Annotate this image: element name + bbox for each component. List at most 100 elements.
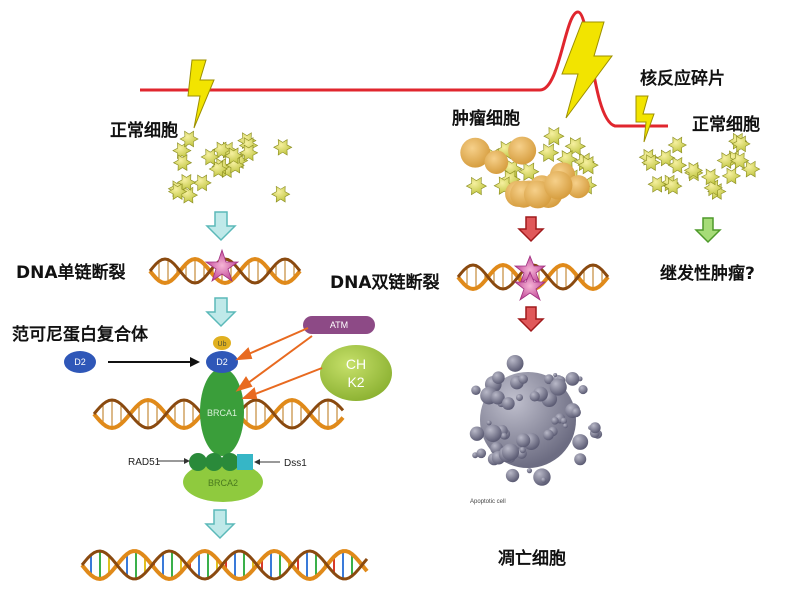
tumor-cell-shape <box>566 175 590 199</box>
down-arrow-icon <box>517 216 545 243</box>
apoptotic-fragment <box>476 448 487 459</box>
chk2-label-line1: CH <box>346 356 366 372</box>
cell-shape <box>537 143 560 162</box>
cell-shape <box>667 136 687 154</box>
dss1-pointer-head <box>254 459 260 465</box>
d2-left-label: D2 <box>74 357 86 367</box>
cell-shape <box>167 183 188 200</box>
brca2-protein <box>183 462 263 502</box>
dna-helix-repaired <box>80 548 369 582</box>
chk2-protein <box>320 345 392 401</box>
cell-shape <box>647 175 667 193</box>
apoptotic-fragment <box>492 371 505 384</box>
tumor-cell-shape <box>543 170 573 200</box>
apoptotic-fragment <box>484 424 502 443</box>
apoptotic-fragment <box>471 385 481 395</box>
nuclear-debris-label: 核反应碎片 <box>640 69 725 89</box>
apoptotic-fragment <box>549 378 567 396</box>
apoptotic-fragment <box>560 417 568 425</box>
apoptotic-fragment <box>506 354 524 372</box>
ub-label: Ub <box>218 341 227 348</box>
down-arrow-icon <box>205 211 237 242</box>
apoptotic-fragment <box>490 390 505 405</box>
apoptotic-fragment <box>551 417 559 425</box>
dna-double-break-label: DNA双链断裂 <box>330 273 440 293</box>
rad51-protein <box>221 453 239 471</box>
dss1-protein <box>237 454 253 470</box>
apoptotic-fragment <box>574 453 587 466</box>
lightning-bolt-icon <box>187 59 215 129</box>
cell-shape <box>200 148 220 166</box>
apoptotic-fragment <box>516 433 531 448</box>
apoptotic-fragment <box>518 374 528 384</box>
brca2-label: BRCA2 <box>208 478 238 488</box>
rad51-pointer-head <box>184 458 190 464</box>
cell-shape <box>700 168 721 186</box>
rad51-protein <box>205 453 223 471</box>
apoptotic-fragment <box>572 434 589 450</box>
d2-protein-right <box>206 351 238 373</box>
apoptotic-fragment <box>533 468 551 486</box>
apoptotic-fragment <box>526 468 533 474</box>
cell-shape <box>731 135 751 153</box>
fanconi-complex-label: 范可尼蛋白复合体 <box>12 325 148 345</box>
cell-shape <box>465 176 488 196</box>
dna-strand <box>80 549 369 581</box>
rad51-protein <box>189 453 207 471</box>
apoptotic-fragment <box>519 446 526 454</box>
apoptotic-fragment <box>544 374 554 385</box>
apoptotic-fragment <box>571 407 581 418</box>
cell-shape <box>663 177 683 195</box>
apoptotic-fragment <box>529 391 540 402</box>
cell-shape <box>716 152 736 169</box>
cell-shape <box>223 147 244 165</box>
down-arrow-icon <box>204 509 236 540</box>
cell-shape <box>564 137 586 156</box>
apoptotic-fragment <box>500 432 508 440</box>
apoptotic-fragment <box>540 477 547 483</box>
cell-shape <box>176 174 197 191</box>
brca1-protein <box>200 368 244 456</box>
apoptotic-fragment <box>553 373 558 378</box>
cell-shape <box>192 174 212 192</box>
atm-label: ATM <box>330 320 348 330</box>
cell-shape <box>271 185 291 203</box>
cell-shape <box>683 162 704 179</box>
down-arrow-icon <box>694 217 722 244</box>
cell-shape <box>172 142 192 159</box>
normal-cell-cluster <box>167 130 293 204</box>
normal-cell-left-label: 正常细胞 <box>110 121 178 141</box>
chk2-label-line2: K2 <box>347 374 364 390</box>
apoptotic-fragment <box>562 423 568 429</box>
down-arrow-icon <box>517 306 545 333</box>
d2-right-label: D2 <box>216 357 228 367</box>
tumor-cell-shape <box>484 150 509 175</box>
tumor-cell-label: 肿瘤细胞 <box>452 109 520 129</box>
apoptotic-fragment <box>543 429 554 441</box>
cell-shape <box>211 141 232 159</box>
ubiquitin-protein <box>213 336 231 350</box>
dna-break-star-icon <box>513 254 547 302</box>
secondary-tumor-label: 继发性肿瘤? <box>660 264 755 284</box>
cell-shape <box>238 144 259 162</box>
dna-strand <box>80 548 369 582</box>
cell-shape <box>577 155 599 175</box>
normal-cell-cluster <box>638 132 761 200</box>
apoptotic-fragment <box>515 394 524 402</box>
cell-shape <box>730 152 750 170</box>
apoptotic-caption: Apoptotic cell <box>470 499 506 505</box>
tumor-cell-shape <box>508 136 537 165</box>
cell-shape <box>667 156 688 174</box>
apoptotic-fragment <box>589 422 601 434</box>
dna-strand <box>148 256 302 286</box>
dss1-label: Dss1 <box>284 458 307 469</box>
lightning-bolt-icon <box>561 21 613 119</box>
lightning-bolt-icon <box>635 95 655 143</box>
apoptotic-cell-label: 凋亡细胞 <box>498 549 566 569</box>
cell-shape <box>641 154 661 171</box>
dna-break-star-icon <box>204 248 240 283</box>
cell-shape <box>741 160 761 178</box>
apoptotic-fragment <box>501 397 515 410</box>
normal-cell-right-label: 正常细胞 <box>692 115 760 135</box>
apoptotic-fragment <box>469 426 485 441</box>
